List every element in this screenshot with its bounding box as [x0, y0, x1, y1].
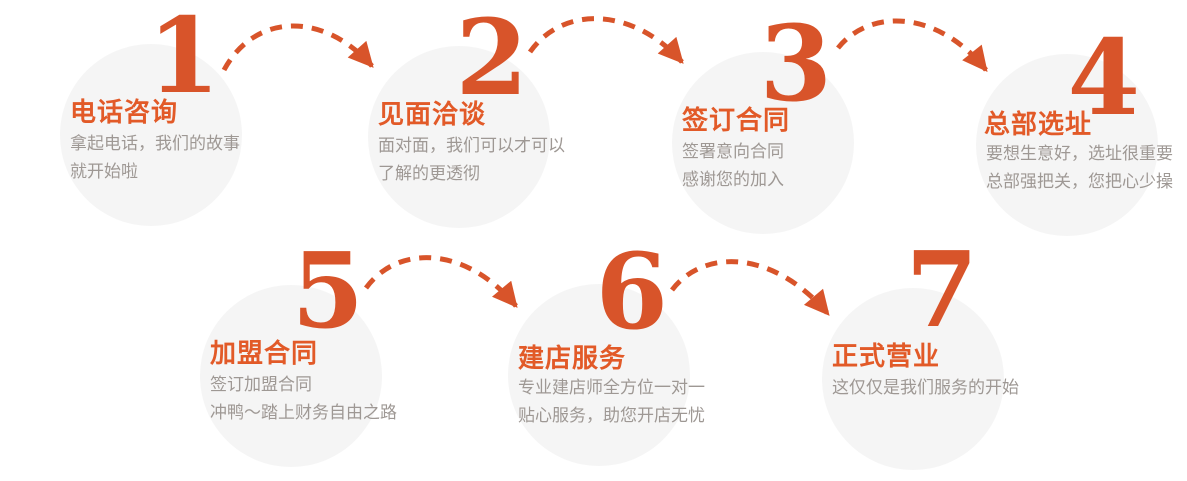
step-title: 建店服务 — [518, 343, 627, 373]
step-circle — [672, 52, 854, 234]
step-number: 2 — [455, 0, 528, 119]
step-description-line: 了解的更透彻 — [378, 164, 480, 183]
step-description: 签署意向合同 感谢您的加入 — [682, 138, 784, 194]
step-description: 专业建店师全方位一对一 贴心服务，助您开店无忧 — [518, 374, 705, 430]
dashed-arrow-icon — [527, 16, 684, 64]
step-description-line: 签署意向合同 — [682, 142, 784, 161]
step-description: 签订加盟合同 冲鸭～踏上财务自由之路 — [210, 371, 397, 427]
step-number: 6 — [595, 230, 668, 353]
step-description: 拿起电话，我们的故事 就开始啦 — [70, 130, 240, 186]
dashed-arrow-icon — [363, 255, 518, 308]
step-grand-opening: 7 正式营业 这仅仅是我们服务的开始 — [822, 238, 1019, 470]
step-description-line: 总部强把关，您把心少操 — [986, 172, 1173, 191]
step-description-line: 要想生意好，选址很重要 — [986, 144, 1173, 163]
step-circle — [508, 284, 690, 466]
step-store-build-service: 6 建店服务 专业建店师全方位一对一 贴心服务，助您开店无忧 — [508, 240, 705, 466]
step-number: 5 — [291, 229, 364, 352]
step-title: 签订合同 — [682, 105, 791, 135]
step-title: 加盟合同 — [210, 338, 319, 368]
step-hq-site-selection: 4 总部选址 要想生意好，选址很重要 总部强把关，您把心少操 — [976, 26, 1173, 236]
step-description-line: 冲鸭～踏上财务自由之路 — [210, 403, 397, 422]
step-phone-consult: 1 电话咨询 拿起电话，我们的故事 就开始啦 — [60, 4, 242, 226]
step-sign-contract: 3 签订合同 签署意向合同 感谢您的加入 — [672, 12, 854, 234]
step-circle — [60, 44, 242, 226]
step-description: 要想生意好，选址很重要 总部强把关，您把心少操 — [986, 140, 1173, 196]
step-description-line: 面对面，我们可以才可以 — [378, 136, 565, 155]
step-number: 7 — [905, 228, 978, 351]
step-title: 正式营业 — [832, 341, 941, 371]
step-title: 电话咨询 — [70, 97, 179, 127]
step-circle — [368, 46, 550, 228]
step-meet-negotiate: 2 见面洽谈 面对面，我们可以才可以 了解的更透彻 — [368, 6, 565, 228]
dashed-arrow-icon — [221, 23, 374, 72]
step-circle — [822, 288, 1004, 470]
step-franchise-contract: 5 加盟合同 签订加盟合同 冲鸭～踏上财务自由之路 — [200, 239, 397, 467]
step-title: 见面洽谈 — [378, 99, 487, 129]
step-number: 4 — [1067, 16, 1140, 139]
step-title: 总部选址 — [984, 109, 1093, 139]
dashed-arrow-icon — [670, 259, 830, 316]
step-description: 这仅仅是我们服务的开始 — [832, 374, 1019, 402]
step-description-line: 拿起电话，我们的故事 — [70, 134, 240, 153]
step-circle — [976, 54, 1158, 236]
step-number: 1 — [147, 0, 220, 117]
step-number: 3 — [759, 2, 832, 125]
step-description-line: 签订加盟合同 — [210, 375, 312, 394]
step-description: 面对面，我们可以才可以 了解的更透彻 — [378, 132, 565, 188]
step-description-line: 这仅仅是我们服务的开始 — [832, 378, 1019, 397]
step-description-line: 就开始啦 — [70, 162, 138, 181]
step-description-line: 感谢您的加入 — [682, 170, 784, 189]
dashed-arrow-icon — [836, 18, 988, 72]
step-description-line: 贴心服务，助您开店无忧 — [518, 406, 705, 425]
step-description-line: 专业建店师全方位一对一 — [518, 378, 705, 397]
step-circle — [200, 285, 382, 467]
